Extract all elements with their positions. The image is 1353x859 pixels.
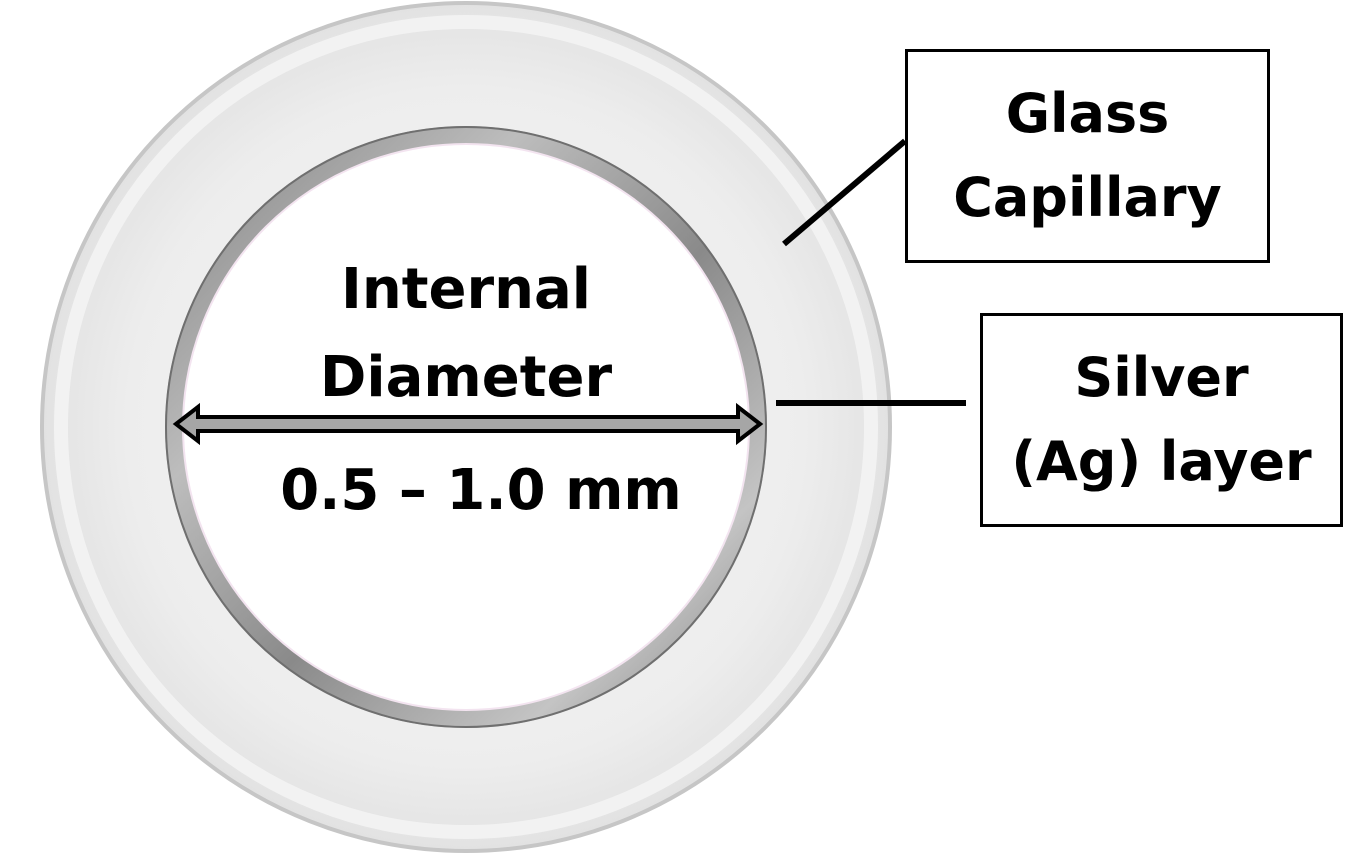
silver-callout-line2: (Ag) layer bbox=[1011, 430, 1312, 493]
diameter-label: Diameter bbox=[320, 345, 613, 410]
glass-callout-leader bbox=[782, 138, 907, 247]
dimension-value-label: 0.5 – 1.0 mm bbox=[280, 458, 682, 523]
dimension-double-arrow bbox=[172, 402, 764, 446]
glass-capillary-callout: Glass Capillary bbox=[905, 49, 1270, 263]
glass-inner-sheen bbox=[54, 15, 878, 839]
glass-callout-line1: Glass bbox=[1005, 82, 1170, 145]
glass-callout-line2: Capillary bbox=[953, 166, 1222, 229]
silver-callout-line1: Silver bbox=[1074, 346, 1249, 409]
silver-outer-edge bbox=[165, 126, 767, 728]
internal-label: Internal bbox=[341, 257, 591, 322]
silver-layer-callout: Silver (Ag) layer bbox=[980, 313, 1343, 527]
